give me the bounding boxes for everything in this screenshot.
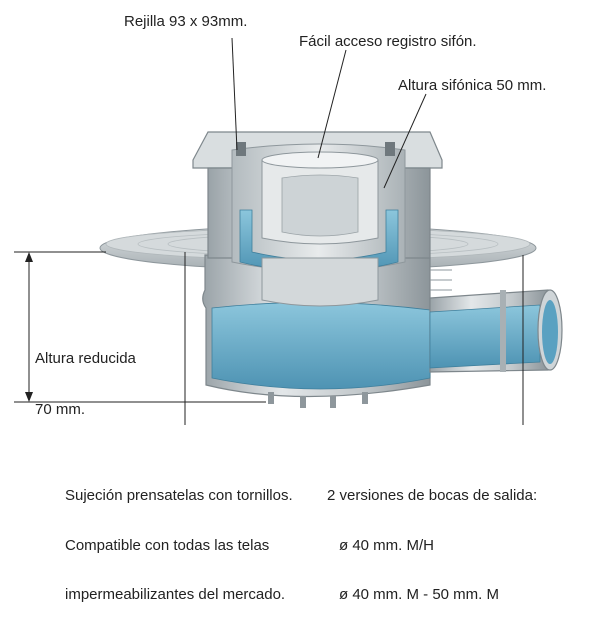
label-sujecion-line3: impermeabilizantes del mercado. (65, 586, 286, 603)
drain-cutaway-illustration (14, 37, 563, 425)
grate-frame (192, 131, 452, 307)
label-versiones: 2 versiones de bocas de salida: ø 40 mm.… (327, 455, 537, 620)
label-altura-reducida: Altura reducida 70 mm. (35, 316, 136, 435)
label-sujecion-line1: Sujeción prensatelas con tornillos. (65, 487, 293, 504)
label-versiones-line1: 2 versiones de bocas de salida: (327, 487, 538, 504)
label-acceso: Fácil acceso registro sifón. (299, 33, 477, 50)
outlet-pipe (429, 289, 563, 373)
leader-acceso (317, 49, 347, 159)
label-sujecion-line2: Compatible con todas las telas (65, 536, 270, 554)
label-sujecion: Sujeción prensatelas con tornillos. Comp… (65, 455, 293, 620)
label-versiones-line3: ø 40 mm. M - 50 mm. M (339, 586, 500, 603)
label-altura-reducida-line2: 70 mm. (35, 401, 86, 418)
label-altura-sifonica: Altura sifónica 50 mm. (398, 77, 547, 94)
label-versiones-line2: ø 40 mm. M/H (339, 536, 435, 554)
diagram-stage: Rejilla 93 x 93mm. Fácil acceso registro… (14, 13, 563, 603)
drain-body (202, 254, 431, 408)
leader-lines (14, 37, 524, 425)
leader-rejilla (231, 37, 238, 151)
label-altura-reducida-line1: Altura reducida (35, 350, 136, 367)
leader-altura-sifonica (383, 93, 427, 189)
label-rejilla: Rejilla 93 x 93mm. (124, 13, 248, 30)
dimension-arrow-icon (25, 252, 33, 402)
